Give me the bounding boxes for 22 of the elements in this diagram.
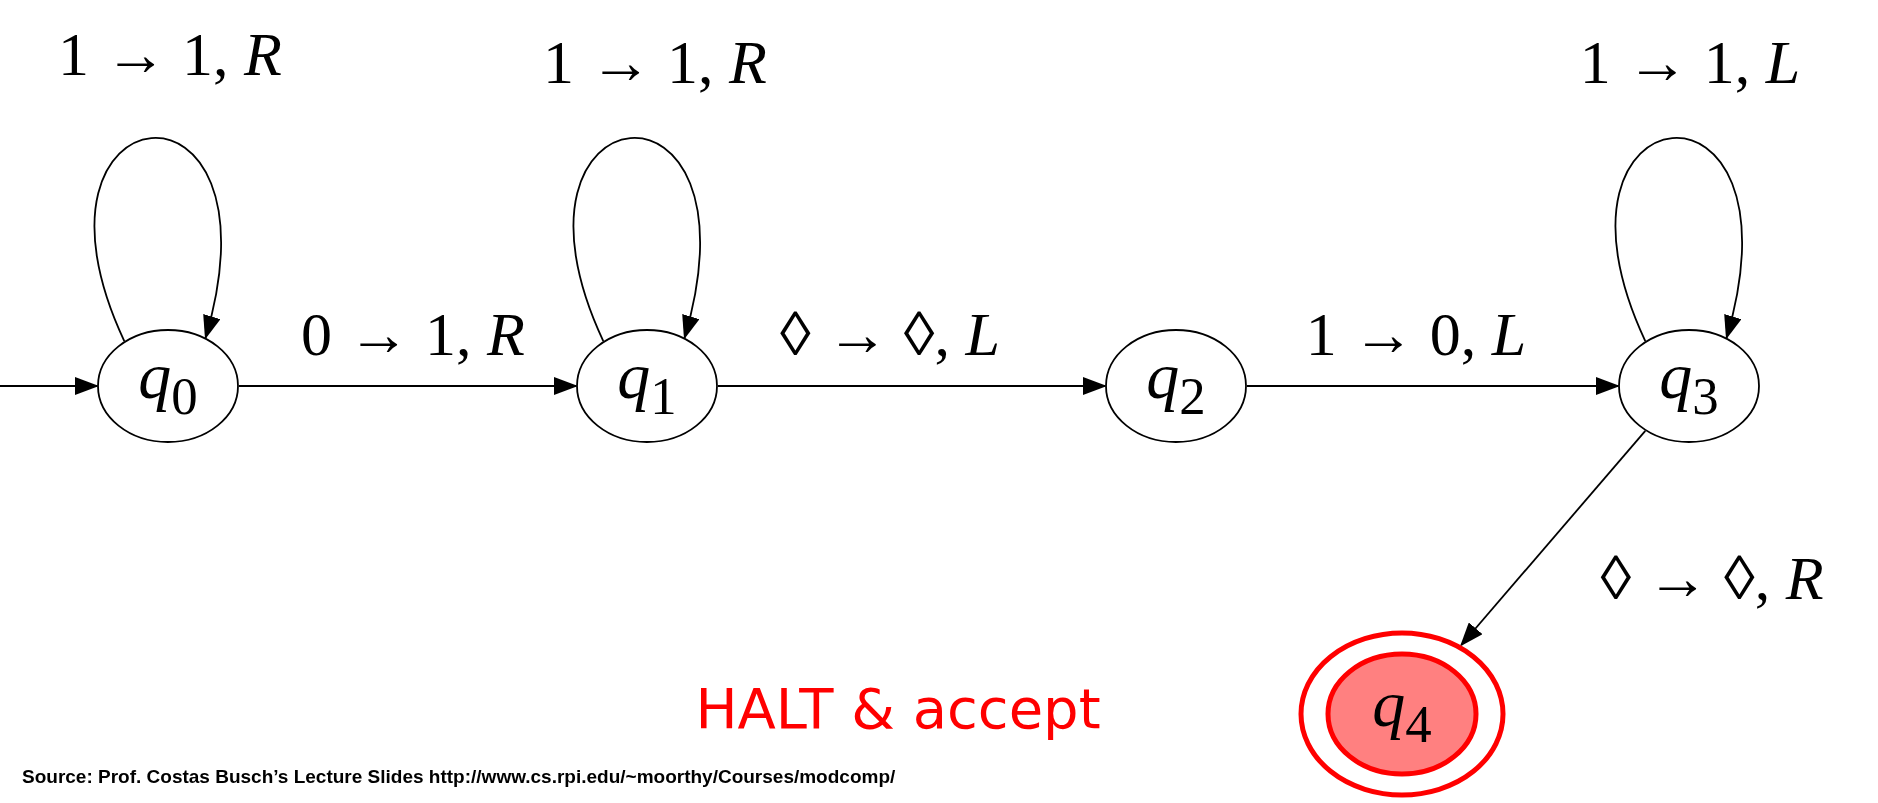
state-note: HALT & accept [695, 675, 1101, 741]
state-label: q$_{0}$ [138, 343, 198, 423]
state-label: q$_{3}$ [1659, 343, 1719, 423]
edge-label: ◊ → ◊, L [780, 303, 1000, 365]
state-label: q$_{4}$ [1372, 671, 1432, 751]
edge-label: 1 → 0, L [1305, 303, 1527, 365]
arrow [1614, 137, 1743, 342]
arrow [93, 137, 222, 342]
edge-label: 1 → 1, R [58, 23, 282, 85]
source-note: Source: Prof. Costas Busch’s Lecture Slides http://www.cs.rpi.edu/~moorthy/Courses/modcomp/ [22, 766, 896, 788]
arrow [0, 377, 99, 395]
arrow [1246, 377, 1620, 395]
edge-label: ◊ → ◊, R [1600, 547, 1824, 609]
state-label: q$_{1}$ [617, 343, 677, 423]
arrow [572, 137, 701, 342]
edge-label: 1 → 1, R [543, 31, 767, 93]
arrow [238, 377, 578, 395]
edge-label: 1 → 1, L [1579, 31, 1801, 93]
edge-label: 0 → 1, R [301, 303, 525, 365]
state-label: q$_{2}$ [1146, 343, 1206, 423]
arrow [717, 377, 1107, 395]
arrow [1460, 430, 1647, 647]
